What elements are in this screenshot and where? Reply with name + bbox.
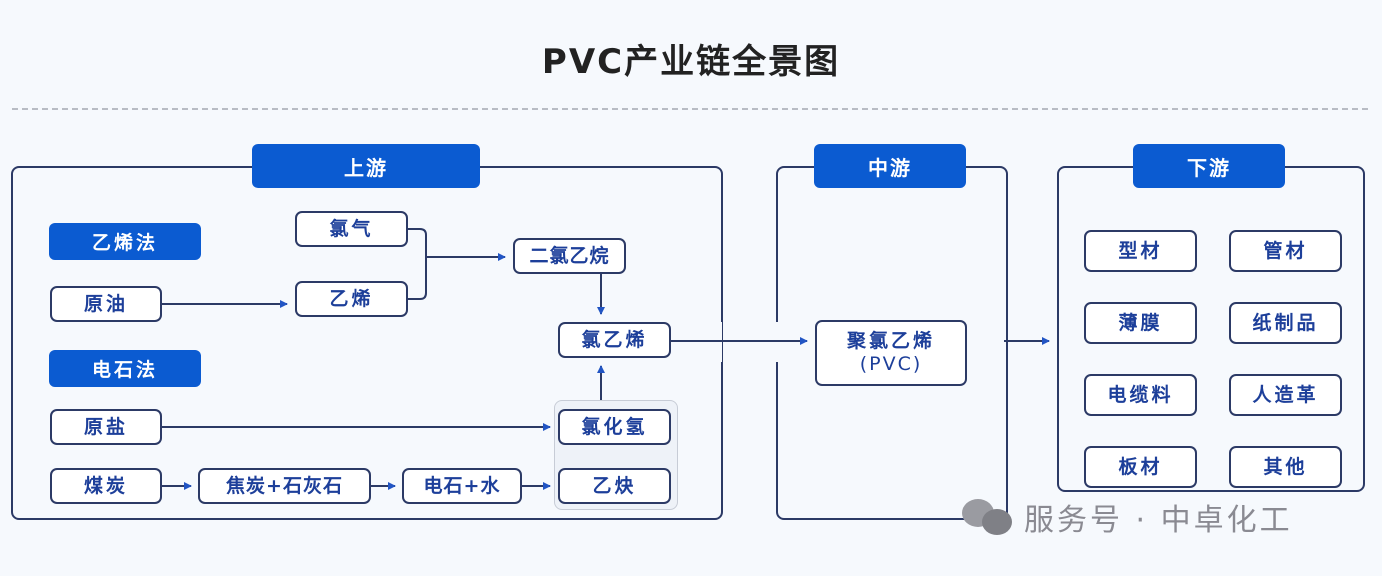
downstream-item: 其他 bbox=[1229, 446, 1342, 488]
downstream-item: 板材 bbox=[1084, 446, 1197, 488]
downstream-item: 管材 bbox=[1229, 230, 1342, 272]
watermark-text: 服务号 · 中卓化工 bbox=[1024, 503, 1293, 538]
carbide-method-label: 电石法 bbox=[49, 350, 201, 387]
node-hydrogen-chloride: 氯化氢 bbox=[558, 409, 671, 445]
watermark: 服务号 · 中卓化工 bbox=[962, 495, 1293, 539]
node-acetylene: 乙炔 bbox=[558, 468, 671, 504]
title-divider bbox=[12, 108, 1368, 110]
node-coal: 煤炭 bbox=[50, 468, 162, 504]
upstream-header: 上游 bbox=[252, 144, 480, 188]
node-raw-salt: 原盐 bbox=[50, 409, 162, 445]
node-chlorine: 氯气 bbox=[295, 211, 408, 247]
pvc-abbr: (PVC) bbox=[859, 353, 923, 375]
node-carbide-water: 电石+水 bbox=[402, 468, 522, 504]
pvc-name: 聚氯乙烯 bbox=[846, 330, 935, 353]
ethylene-method-label: 乙烯法 bbox=[49, 223, 201, 260]
bracket-chlorine-ethylene bbox=[408, 228, 427, 300]
page-title: PVC产业链全景图 bbox=[541, 42, 841, 82]
downstream-header: 下游 bbox=[1133, 144, 1285, 188]
wechat-icon bbox=[962, 497, 1014, 537]
node-crude-oil: 原油 bbox=[50, 286, 162, 322]
node-vinyl-chloride: 氯乙烯 bbox=[558, 322, 671, 358]
downstream-item: 纸制品 bbox=[1229, 302, 1342, 344]
node-pvc: 聚氯乙烯 (PVC) bbox=[815, 320, 967, 386]
node-coke-limestone: 焦炭+石灰石 bbox=[198, 468, 371, 504]
midstream-header: 中游 bbox=[814, 144, 966, 188]
downstream-item: 型材 bbox=[1084, 230, 1197, 272]
downstream-item: 电缆料 bbox=[1084, 374, 1197, 416]
downstream-item: 人造革 bbox=[1229, 374, 1342, 416]
node-dichloroethane: 二氯乙烷 bbox=[513, 238, 626, 274]
node-ethylene: 乙烯 bbox=[295, 281, 408, 317]
downstream-item: 薄膜 bbox=[1084, 302, 1197, 344]
